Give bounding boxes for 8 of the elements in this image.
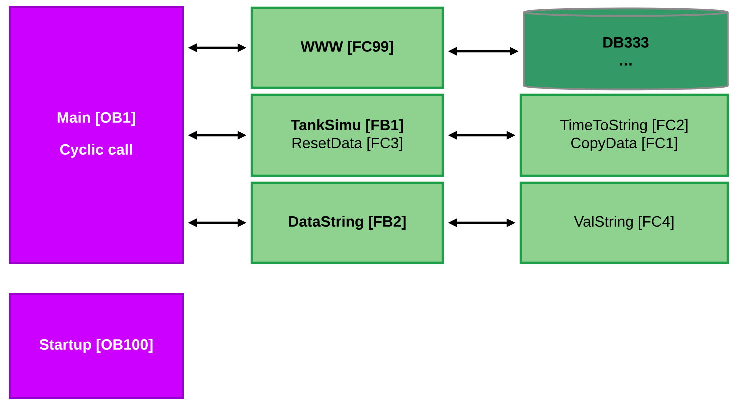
block-box: TimeToString [FC2] CopyData [FC1]: [520, 94, 730, 178]
block-box: WWW [FC99]: [250, 6, 444, 90]
block-box: Main [OB1] Cyclic call: [9, 6, 184, 264]
block-box: ValString [FC4]: [520, 182, 730, 264]
block-box: DataString [FB2]: [250, 182, 444, 264]
database-cylinder: DB333 …: [523, 8, 729, 91]
block-box: Startup [OB100]: [9, 293, 184, 399]
block-box: TankSimu [FB1] ResetData [FC3]: [250, 94, 444, 178]
